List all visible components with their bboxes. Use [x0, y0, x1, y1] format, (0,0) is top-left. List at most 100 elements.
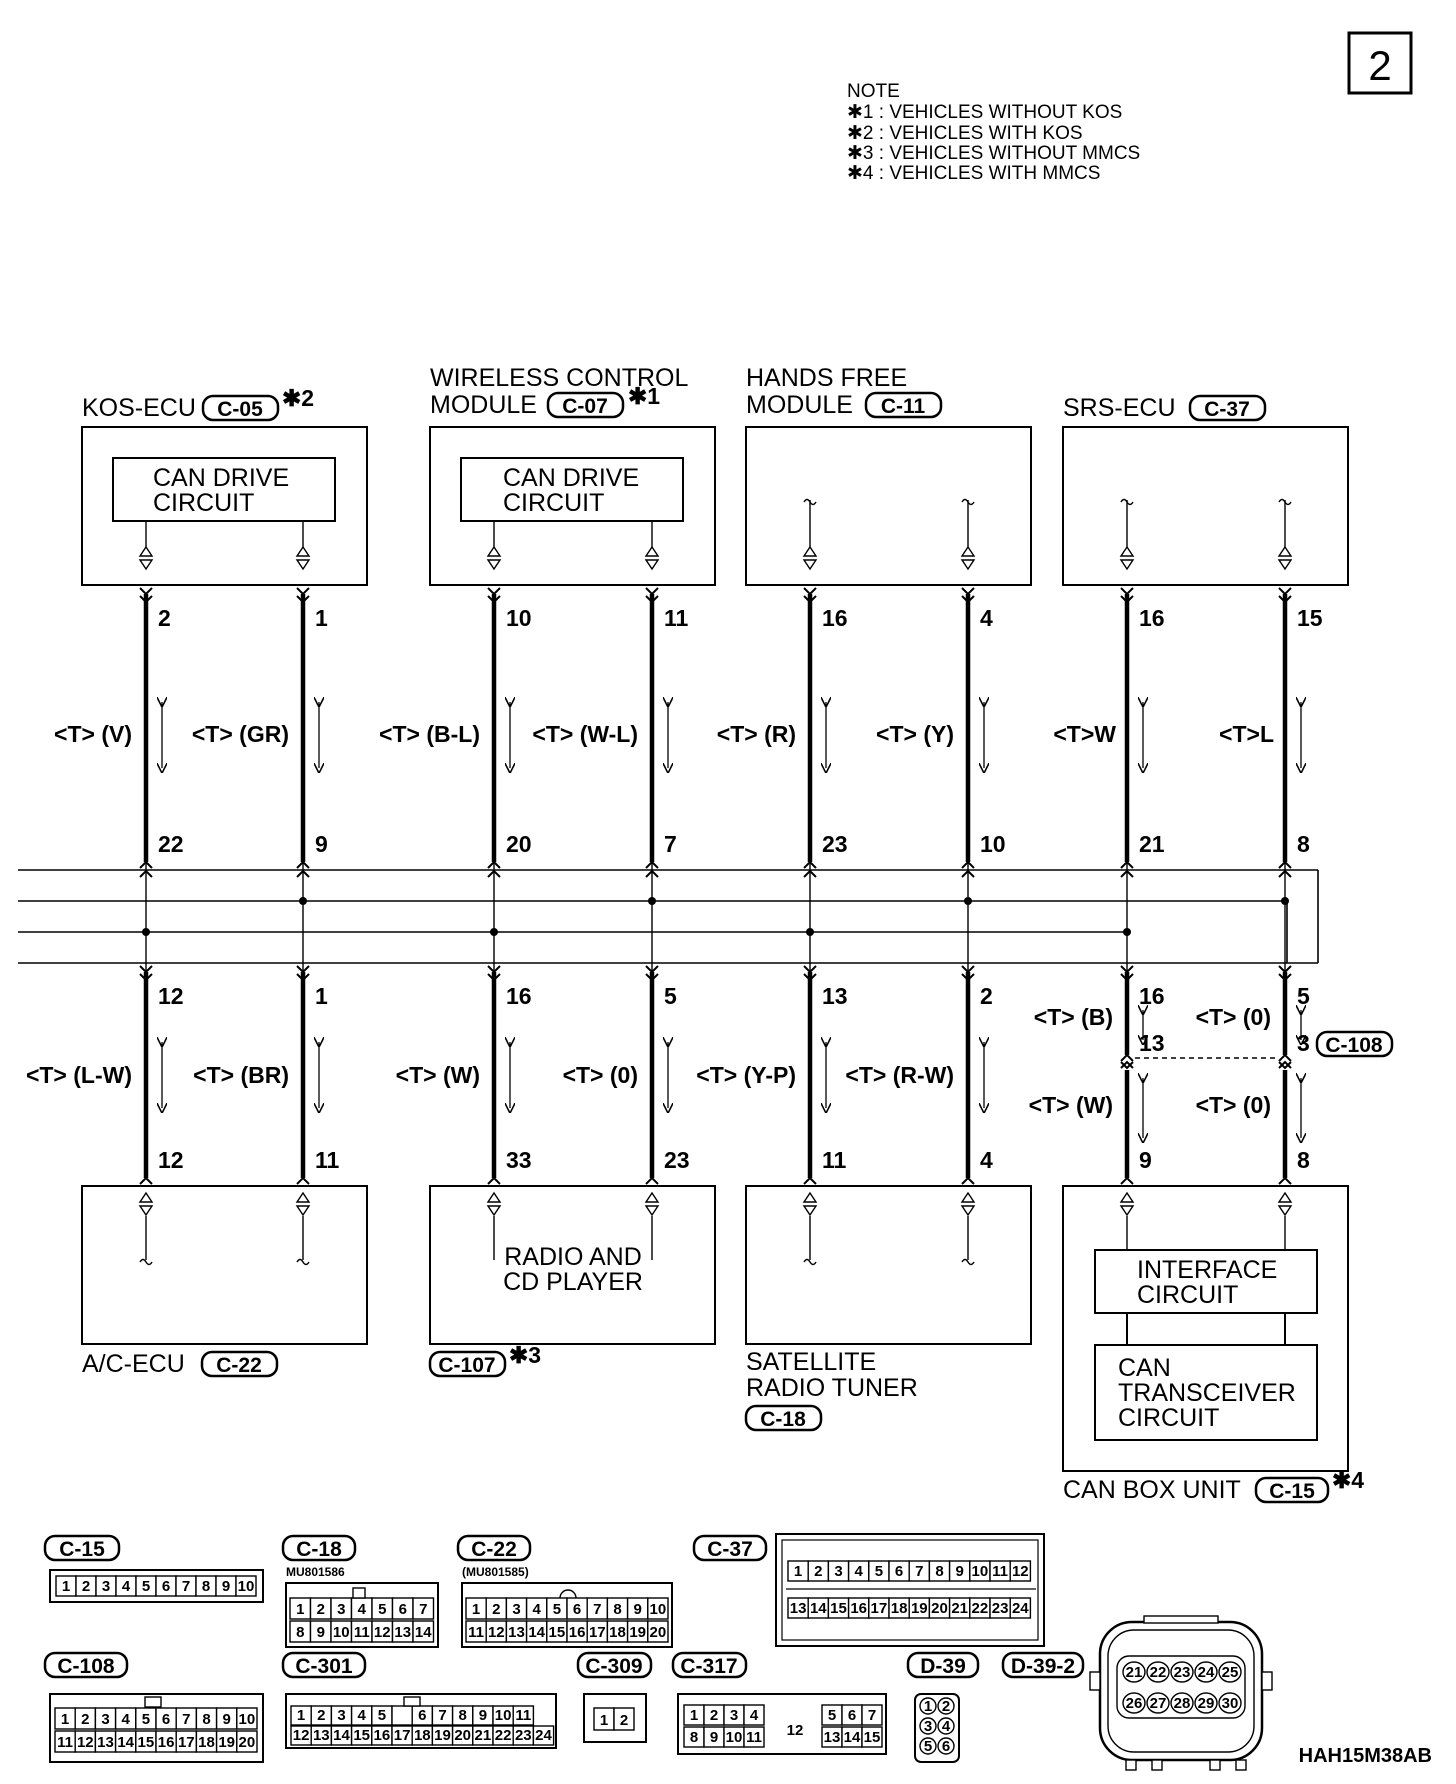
connector-pin	[937, 1717, 955, 1735]
pin-number: 5	[664, 983, 677, 1009]
pin-label: 13	[394, 1624, 411, 1641]
pin-label: 22	[972, 1600, 989, 1617]
connector-terminal-mark	[803, 973, 817, 982]
connector-terminal-mark	[1120, 860, 1134, 869]
pin-label: 15	[353, 1727, 370, 1744]
pin-number: 4	[980, 1147, 993, 1173]
pin-number: 9	[315, 831, 328, 857]
pin-label: 8	[935, 1563, 943, 1580]
pin-number: 16	[1139, 983, 1165, 1009]
pin-label: 13	[97, 1734, 114, 1751]
internal-continuation-icon	[803, 498, 817, 506]
pin-number: 2	[158, 605, 171, 631]
wire-color-label: <T> (BR)	[193, 1062, 289, 1088]
terminal-triangle-icon	[960, 1191, 976, 1203]
connector-pin	[861, 1726, 883, 1748]
connector-terminal-mark	[1278, 869, 1292, 878]
pin-label: 15	[138, 1734, 155, 1751]
connector-pin	[1146, 1692, 1170, 1714]
pin-label: 5	[924, 1738, 932, 1755]
connector-badge	[200, 1350, 279, 1378]
note-item: ✱2 : VEHICLES WITH KOS	[847, 123, 1083, 144]
wireless-control-module: WIRELESS CONTROL MODULE C-07 ✱1 CAN DRIV…	[429, 364, 716, 586]
connector-terminal-mark	[645, 587, 659, 596]
pin-label: 11	[746, 1729, 762, 1746]
bottom-wire-labels: 12 1 16 5 13 2 <T> (L-W) <T> (BR) <T> (W…	[26, 983, 1394, 1173]
connector-terminal-mark	[1120, 869, 1134, 878]
connector-pin	[235, 1575, 257, 1597]
pin-label: 19	[629, 1624, 646, 1641]
pin-label: 9	[710, 1729, 718, 1746]
wire-color-label: <T> (W-L)	[532, 721, 638, 747]
pin-label: 3	[834, 1563, 842, 1580]
terminal-triangle-icon	[644, 559, 660, 571]
connector-terminal-mark	[645, 869, 659, 878]
connector-badge	[1254, 1476, 1330, 1504]
connector-terminal-mark	[961, 965, 975, 974]
pin-label: 9	[317, 1624, 325, 1641]
hands-free-module: HANDS FREE MODULE C-11	[745, 364, 1032, 586]
connector-terminal-mark	[1278, 1176, 1292, 1185]
connector-terminal-mark	[296, 869, 310, 878]
connector-pin	[1146, 1661, 1170, 1683]
connector-pin	[919, 1737, 937, 1755]
pin-label: 7	[915, 1563, 923, 1580]
pin-label: 1	[62, 1578, 70, 1595]
pin-label: 5	[142, 1711, 150, 1728]
connector-badge	[1001, 1651, 1085, 1679]
terminal-triangle-icon	[960, 545, 976, 557]
pin-label: 2	[492, 1601, 500, 1618]
wire-color-label: <T> (B-L)	[379, 721, 480, 747]
connector-pin	[1170, 1692, 1194, 1714]
pin-label: 9	[222, 1578, 230, 1595]
pin-number: 2	[980, 983, 993, 1009]
connector-terminal-mark	[139, 973, 153, 982]
connector-pin	[919, 1697, 937, 1715]
srs-ecu: SRS-ECU C-37	[1062, 394, 1349, 586]
connector-terminal-mark	[139, 1176, 153, 1185]
connector-terminal-mark	[1278, 973, 1292, 982]
connector-terminal-mark	[1120, 587, 1134, 596]
connector-terminal-mark	[139, 860, 153, 869]
connector-badge	[201, 394, 280, 422]
pin-number: 23	[822, 831, 848, 857]
terminal-triangle-icon	[644, 545, 660, 557]
terminal-triangle-icon	[1119, 545, 1135, 557]
pin-number: 12	[158, 1147, 184, 1173]
pin-label: 2	[81, 1711, 89, 1728]
pin-label: 13	[313, 1727, 330, 1744]
connector-terminal-mark	[645, 860, 659, 869]
pin-label: 8	[613, 1601, 621, 1618]
connector-housing	[1098, 1620, 1264, 1762]
connector-terminal-mark	[1120, 965, 1134, 974]
pin-label: 25	[1222, 1664, 1239, 1681]
svg-text:CAN BOX UNIT: CAN BOX UNIT	[1063, 1476, 1241, 1504]
connector-pin	[937, 1697, 955, 1715]
wire-color-label: <T> (R)	[717, 721, 796, 747]
pin-label: 7	[438, 1707, 446, 1724]
page-number-box: 2	[1347, 31, 1413, 95]
connector-foot	[1235, 1759, 1247, 1771]
pin-label: 3	[512, 1601, 520, 1618]
connector-badge	[1315, 1030, 1394, 1058]
pin-number: 10	[506, 605, 532, 631]
connector-terminal-mark	[645, 973, 659, 982]
wire-color-label: <T> (0)	[1196, 1004, 1271, 1030]
svg-text:MU801586: MU801586	[286, 1565, 345, 1579]
connector-terminal-mark	[487, 965, 501, 974]
pin-label: 24	[1198, 1664, 1215, 1681]
terminal-triangle-icon	[1277, 1191, 1293, 1203]
terminal-triangle-icon	[1119, 1191, 1135, 1203]
terminal-triangle-icon	[295, 559, 311, 571]
svg-text:✱1: ✱1	[628, 383, 660, 409]
connector-housing	[285, 1693, 557, 1749]
pin-label: 6	[399, 1601, 407, 1618]
junction-dots	[142, 897, 1289, 936]
wire-color-label: <T> (R-W)	[845, 1062, 954, 1088]
connector-pin	[613, 1707, 635, 1731]
connector-lock	[559, 1589, 577, 1599]
svg-text:C-05: C-05	[217, 398, 263, 421]
pin-label: 6	[418, 1707, 426, 1724]
internal-continuation-icon	[961, 1258, 975, 1266]
pin-number: 21	[1139, 831, 1165, 857]
